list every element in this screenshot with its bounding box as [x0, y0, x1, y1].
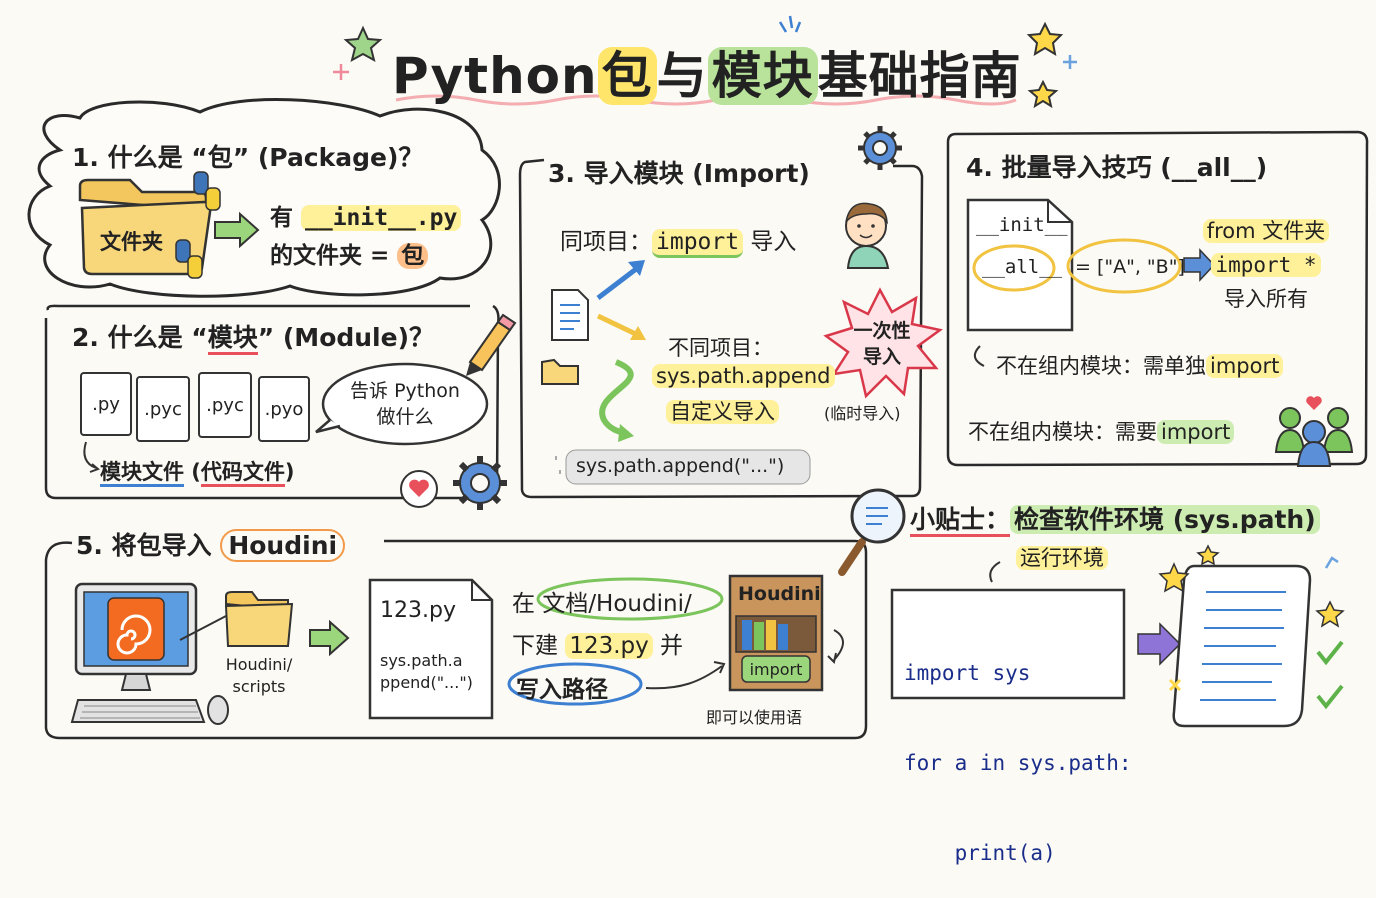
avatar — [845, 202, 890, 269]
check-icon — [1316, 640, 1344, 666]
temp-import-note: (临时导入) — [824, 404, 901, 423]
file-card: .pyc — [136, 376, 190, 442]
file-card: .py — [80, 372, 132, 436]
page-title: Python包与模块基础指南 — [392, 47, 1022, 105]
section3-heading: 3. 导入模块 (Import) — [548, 159, 810, 188]
scroll-icon — [1172, 564, 1312, 728]
init-file-title: __init__ — [976, 214, 1068, 236]
section2-heading: 2. 什么是 “模块” (Module)？ — [72, 318, 434, 355]
runtime-env-label: 运行环境 — [1016, 542, 1108, 572]
package-rule-line2: 的文件夹 = 包 — [270, 236, 429, 270]
gear-icon — [858, 126, 902, 170]
title-package: 包 — [597, 47, 657, 105]
magnifier-icon — [838, 488, 906, 576]
all-variable: __all__ — [982, 256, 1063, 278]
same-project-line: 同项目：import 导入 — [560, 222, 796, 258]
houdini-scripts-caption: Houdini/ scripts — [225, 655, 293, 696]
module-caption: 模块文件 (代码文件) — [100, 456, 295, 487]
speech-bubble-text: 告诉 Python 做什么 — [350, 380, 460, 428]
folder-icon — [541, 358, 579, 385]
diff-project-sub: 自定义导入 — [666, 396, 779, 426]
star-icon — [1158, 544, 1345, 628]
python-logo-icon — [175, 171, 221, 279]
package-rule-line1: 有 __init__.py — [270, 198, 462, 232]
section4-heading: 4. 批量导入技巧 (__all__) — [966, 153, 1268, 182]
step-line3: 写入路径 — [516, 677, 608, 703]
arrow-icon — [596, 313, 642, 339]
arrow-icon — [214, 211, 260, 249]
folder-label: 文件夹 — [100, 230, 163, 254]
folder-icon — [224, 591, 294, 647]
title-module: 模块 — [707, 47, 818, 105]
team-icon — [1274, 396, 1354, 467]
document-icon — [551, 289, 589, 341]
arrow-icon — [1137, 622, 1182, 666]
section1-heading: 1. 什么是 “包” (Package)？ — [72, 143, 424, 172]
book-caption: 即可以使用语 — [706, 708, 803, 727]
burst-text: 一次性 导入 — [853, 320, 911, 368]
file-card: .pyo — [258, 376, 310, 442]
computer-icon — [70, 582, 229, 725]
arrow-icon — [309, 619, 350, 657]
heart-icon — [400, 470, 438, 508]
diff-project-title: 不同项目： — [668, 336, 773, 360]
tip-heading: 小贴士：检查软件环境 (sys.path) — [910, 500, 1320, 537]
section5-heading: 5. 将包导入 Houdini — [76, 526, 346, 562]
all-list: = ["A", "B"] — [1075, 256, 1185, 278]
file-123-title: 123.py — [380, 598, 456, 623]
import-all-result: from 文件夹 import * 导入所有 — [1196, 214, 1336, 316]
file-card: .pyc — [198, 372, 252, 438]
check-icon — [1316, 684, 1344, 710]
gear-icon — [453, 456, 507, 510]
tip-code: import sys for a in sys.path: print(a) — [904, 661, 1132, 865]
diff-project-code: sys.path.append — [652, 364, 835, 388]
file-123-body: sys.path.a ppend("...") — [380, 651, 473, 692]
book-title: Houdini — [738, 583, 821, 605]
pencil-icon — [466, 313, 517, 376]
arrow-icon — [599, 359, 634, 437]
arrow-icon — [596, 264, 642, 300]
book-import-label: import — [749, 660, 803, 679]
step-line1: 在 文档/Houdini/ — [512, 591, 692, 617]
step-line2: 下建 123.py 并 — [512, 633, 684, 659]
code-line: sys.path.append("...") — [576, 455, 785, 477]
